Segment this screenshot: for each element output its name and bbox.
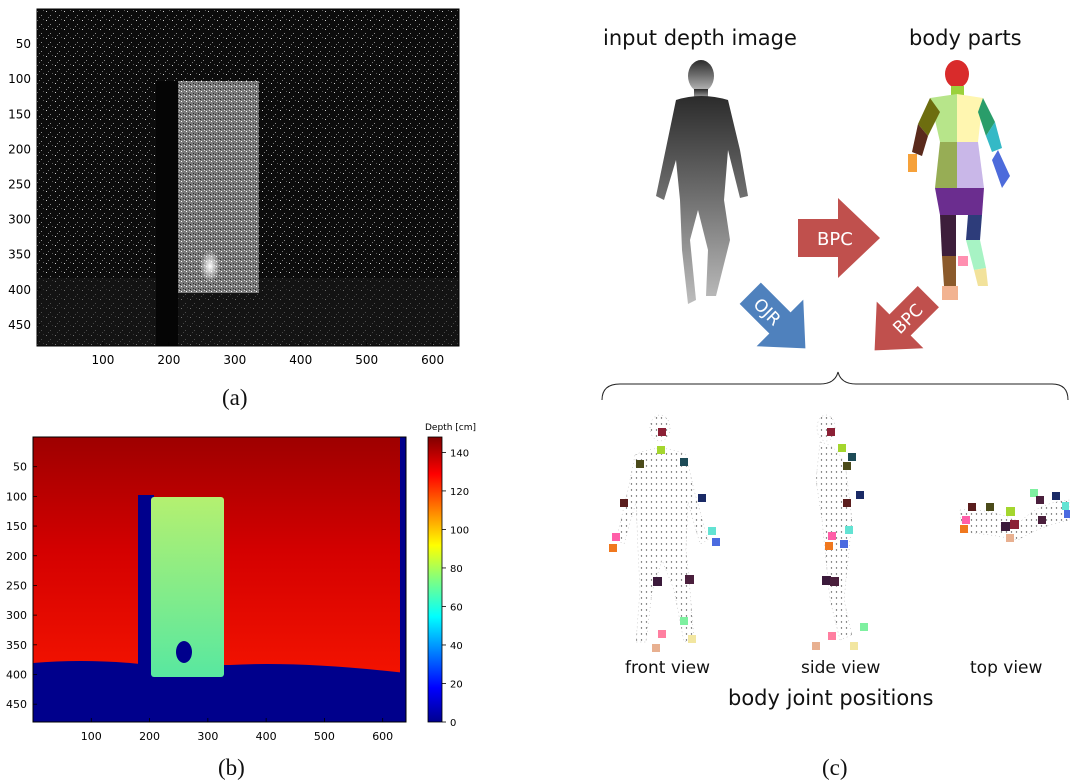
y-tick-label: 100	[6, 490, 27, 503]
front-view-label: front view	[625, 658, 710, 678]
depth-axes-frame	[32, 436, 407, 723]
colorbar-tick-label: 0	[450, 718, 456, 729]
colorbar-title: Depth [cm]	[425, 423, 476, 433]
colorbar-tick-label: 140	[450, 448, 469, 459]
x-tick-label: 200	[157, 353, 180, 367]
depth-silhouette	[656, 60, 748, 304]
ojr-arrow: OJR	[739, 282, 806, 349]
y-tick-label: 150	[6, 520, 27, 533]
y-tick-label: 400	[8, 283, 31, 297]
panel-c: input depth image body parts	[590, 0, 1070, 783]
ir-shadow	[156, 81, 178, 346]
x-tick-label: 200	[139, 730, 160, 743]
depth-colorbar	[427, 436, 443, 723]
colorbar-tick-label: 40	[450, 641, 463, 652]
depth-box	[151, 497, 224, 677]
y-tick-label: 450	[8, 318, 31, 332]
side-view-joints	[812, 428, 868, 650]
x-tick-label: 300	[223, 353, 246, 367]
y-tick-label: 100	[8, 72, 31, 86]
y-tick-label: 250	[8, 178, 31, 192]
curly-brace	[601, 371, 1069, 400]
x-tick-label: 100	[81, 730, 102, 743]
ir-glare	[200, 250, 220, 282]
a-y-axis: 50 100 150 200 250 300 350 400 450	[8, 37, 41, 332]
depth-edge	[400, 437, 406, 722]
x-tick-label: 600	[421, 353, 444, 367]
bpc-arrow-bottom: BPC	[874, 286, 939, 351]
x-tick-label: 400	[289, 353, 312, 367]
pipeline-diagram: BPC OJR BPC	[601, 60, 1069, 400]
b-y-axis: 50 100 150 200 250 300 350 400 450	[6, 461, 37, 711]
y-tick-label: 200	[8, 142, 31, 156]
y-tick-label: 400	[6, 669, 27, 682]
y-tick-label: 450	[6, 698, 27, 711]
input-depth-title: input depth image	[603, 26, 797, 50]
joint-views	[609, 414, 1070, 652]
x-tick-label: 400	[256, 730, 277, 743]
colorbar-tick-label: 120	[450, 487, 469, 498]
y-tick-label: 350	[8, 248, 31, 262]
side-view-label: side view	[801, 658, 881, 678]
y-tick-label: 50	[16, 37, 31, 51]
x-tick-label: 300	[197, 730, 218, 743]
ir-axes-frame	[36, 8, 460, 347]
colorbar-ticks: 140 120 100 80 60 40 20 0	[442, 448, 469, 729]
depth-hole	[176, 641, 192, 663]
x-tick-label: 100	[91, 353, 114, 367]
depth-shadow	[138, 495, 154, 675]
panel-c-label: (c)	[822, 755, 848, 780]
colorbar-tick-label: 20	[450, 679, 463, 690]
y-tick-label: 350	[6, 639, 27, 652]
bpc-arrow-top: BPC	[798, 198, 880, 278]
y-tick-label: 250	[6, 579, 27, 592]
panel-b-label: (b)	[218, 755, 245, 780]
y-tick-label: 300	[6, 609, 27, 622]
x-tick-label: 600	[372, 730, 393, 743]
a-x-axis: 100 200 300 400 500 600	[91, 342, 444, 367]
top-view-joints	[960, 489, 1070, 542]
y-tick-label: 300	[8, 213, 31, 227]
x-tick-label: 500	[314, 730, 335, 743]
x-tick-label: 500	[355, 353, 378, 367]
colorbar-tick-label: 80	[450, 564, 463, 575]
colorbar-tick-label: 60	[450, 602, 463, 613]
panel-a-label: (a)	[222, 385, 248, 410]
svg-text:BPC: BPC	[817, 229, 853, 250]
y-tick-label: 200	[6, 550, 27, 563]
body-parts-title: body parts	[909, 26, 1022, 50]
b-x-axis: 100 200 300 400 500 600	[81, 718, 393, 743]
body-joint-positions-title: body joint positions	[728, 686, 934, 710]
depth-floor	[33, 661, 406, 722]
y-tick-label: 50	[13, 461, 27, 474]
body-parts-figure	[908, 60, 1010, 300]
front-view-joints	[609, 428, 720, 652]
colorbar-tick-label: 100	[450, 525, 469, 536]
top-view-label: top view	[970, 658, 1043, 678]
y-tick-label: 150	[8, 107, 31, 121]
